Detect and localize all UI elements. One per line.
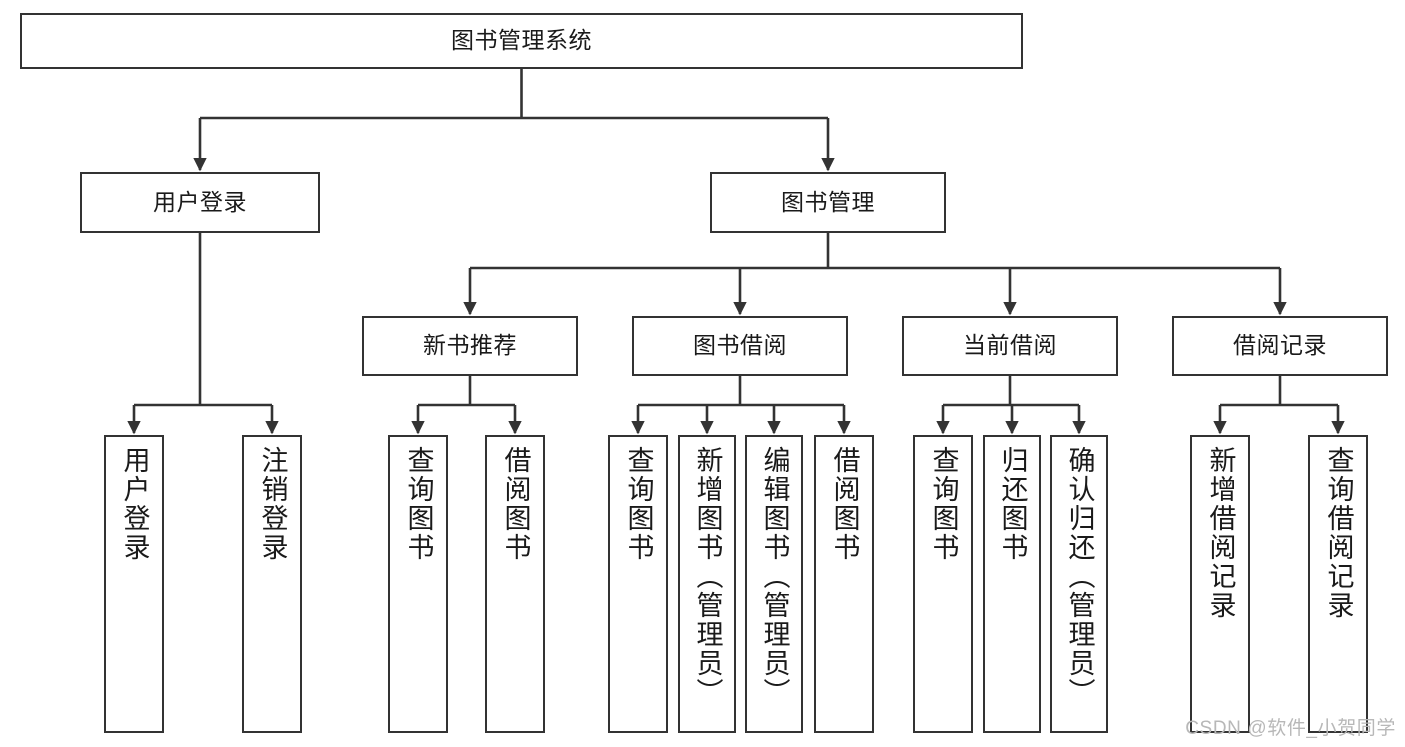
node-leaf-user-logout-label: 注销登录 [257, 446, 288, 562]
node-root[interactable]: 图书管理系统 [20, 13, 1023, 69]
node-leaf-borrow-book-2-label: 借阅图书 [829, 446, 860, 562]
node-leaf-query-book-2-label: 查询图书 [623, 446, 654, 562]
node-book-manage[interactable]: 图书管理 [710, 172, 946, 233]
node-leaf-confirm-return[interactable]: 确认归还（管理员） [1050, 435, 1108, 733]
node-new-book-rec[interactable]: 新书推荐 [362, 316, 578, 376]
node-book-borrow-label: 图书借阅 [693, 332, 787, 359]
node-user-login[interactable]: 用户登录 [80, 172, 320, 233]
node-leaf-user-login[interactable]: 用户登录 [104, 435, 164, 733]
node-leaf-user-logout[interactable]: 注销登录 [242, 435, 302, 733]
node-new-book-rec-label: 新书推荐 [423, 332, 517, 359]
node-leaf-query-record[interactable]: 查询借阅记录 [1308, 435, 1368, 733]
node-root-label: 图书管理系统 [451, 27, 592, 54]
node-leaf-confirm-return-label: 确认归还（管理员） [1064, 446, 1095, 707]
node-leaf-query-book-3[interactable]: 查询图书 [913, 435, 973, 733]
node-leaf-query-book-2[interactable]: 查询图书 [608, 435, 668, 733]
node-current-borrow[interactable]: 当前借阅 [902, 316, 1118, 376]
node-leaf-user-login-label: 用户登录 [119, 446, 150, 562]
node-leaf-return-book-label: 归还图书 [997, 446, 1028, 562]
node-leaf-borrow-book-2[interactable]: 借阅图书 [814, 435, 874, 733]
node-leaf-query-record-label: 查询借阅记录 [1323, 446, 1354, 620]
node-current-borrow-label: 当前借阅 [963, 332, 1057, 359]
node-leaf-edit-book-label: 编辑图书（管理员） [759, 446, 790, 707]
node-leaf-borrow-book-1[interactable]: 借阅图书 [485, 435, 545, 733]
node-user-login-label: 用户登录 [153, 188, 247, 215]
node-book-borrow[interactable]: 图书借阅 [632, 316, 848, 376]
node-leaf-query-book-1[interactable]: 查询图书 [388, 435, 448, 733]
node-leaf-query-book-1-label: 查询图书 [403, 446, 434, 562]
node-borrow-record[interactable]: 借阅记录 [1172, 316, 1388, 376]
node-leaf-return-book[interactable]: 归还图书 [983, 435, 1041, 733]
node-borrow-record-label: 借阅记录 [1233, 332, 1327, 359]
node-leaf-borrow-book-1-label: 借阅图书 [500, 446, 531, 562]
node-leaf-add-book-label: 新增图书（管理员） [692, 446, 723, 707]
node-leaf-edit-book[interactable]: 编辑图书（管理员） [745, 435, 803, 733]
node-leaf-add-book[interactable]: 新增图书（管理员） [678, 435, 736, 733]
node-leaf-query-book-3-label: 查询图书 [928, 446, 959, 562]
node-book-manage-label: 图书管理 [781, 188, 875, 215]
node-leaf-add-record-label: 新增借阅记录 [1205, 446, 1236, 620]
watermark-text: CSDN @软件_小贺同学 [1185, 718, 1396, 739]
node-leaf-add-record[interactable]: 新增借阅记录 [1190, 435, 1250, 733]
